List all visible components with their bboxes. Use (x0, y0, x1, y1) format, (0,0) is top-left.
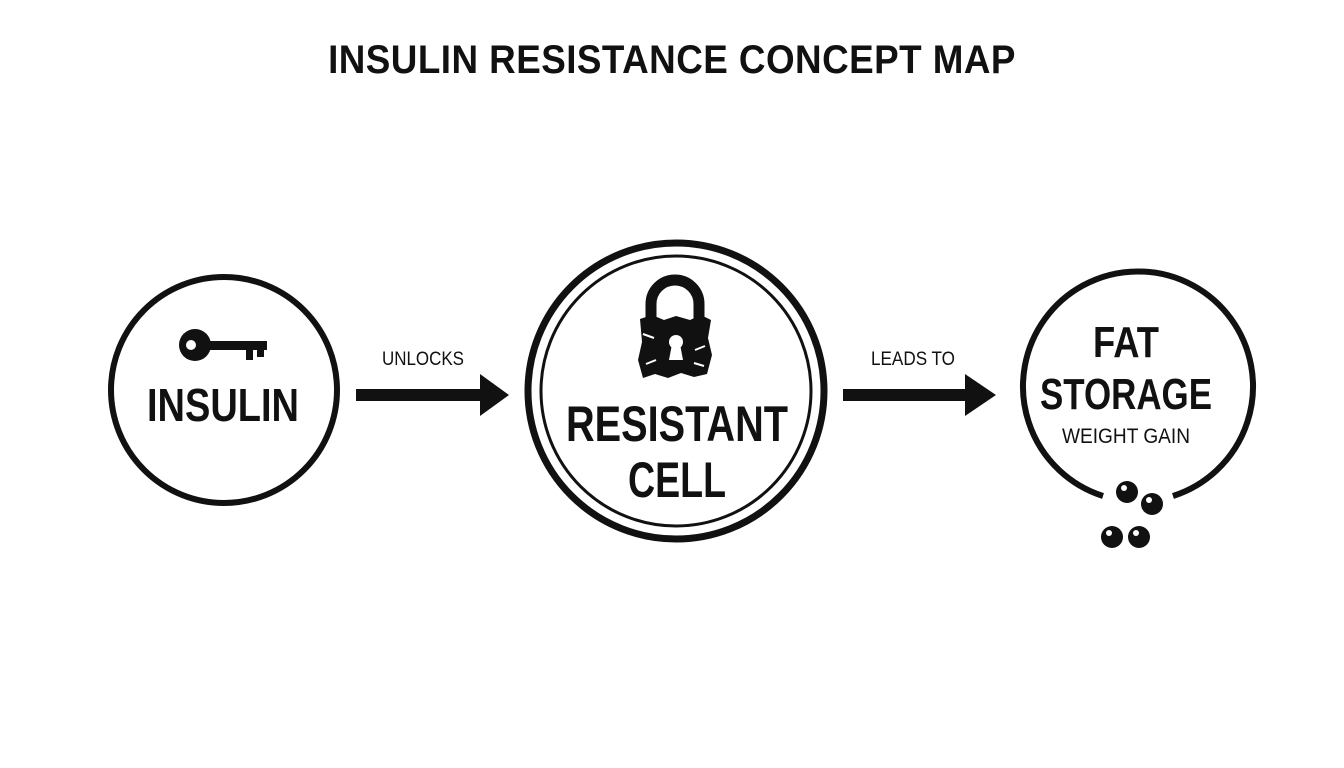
node-fat-storage-sublabel: WEIGHT GAIN (1062, 425, 1190, 448)
node-insulin-label: INSULIN (147, 379, 299, 431)
node-fat-storage-circle (1020, 268, 1256, 499)
diagram-title: INSULIN RESISTANCE CONCEPT MAP (328, 38, 1016, 82)
edge-unlocks: UNLOCKS (356, 349, 509, 416)
node-resistant-cell: RESISTANT CELL (524, 239, 828, 543)
node-resistant-cell-outer-circle (524, 239, 828, 543)
node-resistant-cell-label-line1: RESISTANT (566, 396, 788, 452)
node-resistant-cell-label-line2: CELL (628, 452, 726, 508)
key-icon (179, 329, 267, 361)
node-fat-storage-label-line2: STORAGE (1040, 370, 1212, 419)
edge-unlocks-arrowhead (480, 374, 509, 416)
node-insulin: INSULIN (108, 274, 340, 506)
edge-leads-to-label: LEADS TO (871, 349, 955, 370)
node-fat-storage-label-line1: FAT (1093, 318, 1159, 367)
node-insulin-circle (108, 274, 340, 506)
node-resistant-cell-inner-circle (539, 254, 813, 528)
edge-unlocks-shaft (356, 389, 484, 401)
edge-unlocks-label: UNLOCKS (382, 349, 464, 370)
edge-leads-to-shaft (843, 389, 969, 401)
fat-droplets-icon (1101, 481, 1163, 548)
padlock-icon (638, 274, 712, 378)
edge-leads-to: LEADS TO (843, 349, 996, 416)
edge-leads-to-arrowhead (965, 374, 996, 416)
node-fat-storage: FAT STORAGE WEIGHT GAIN (1020, 268, 1256, 548)
